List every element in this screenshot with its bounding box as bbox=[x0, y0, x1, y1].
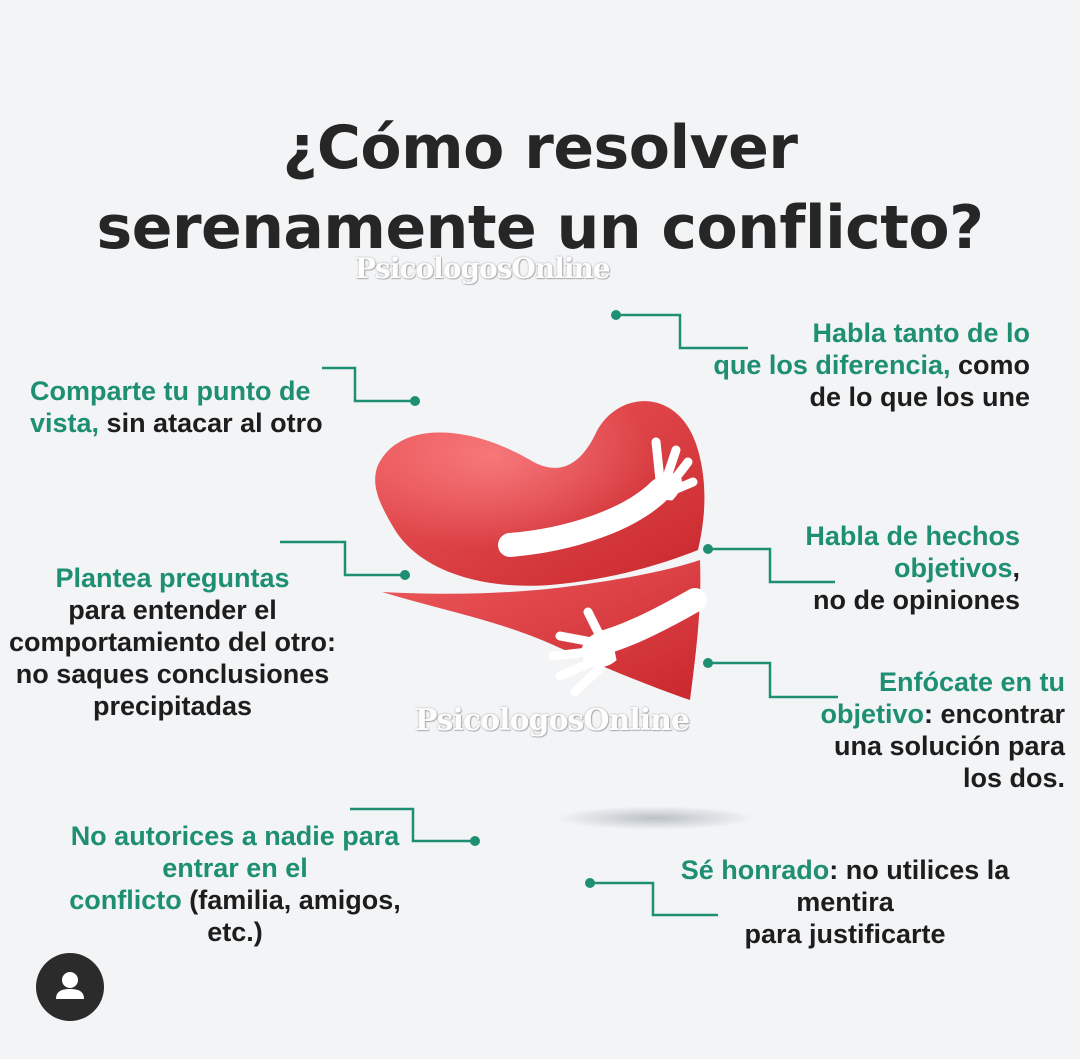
tip7-line1: Sé honrado: no utilices la bbox=[660, 854, 1030, 886]
tip7-line2: mentira bbox=[796, 887, 894, 917]
tip1-line2-rest: sin atacar al otro bbox=[99, 408, 323, 438]
tip-differences-and-commonalities: Habla tanto de lo que los diferencia, co… bbox=[700, 317, 1030, 413]
tip4-line4: no saques conclusiones bbox=[15, 659, 330, 689]
tip4-line2: para entender el bbox=[68, 595, 277, 625]
tip7-line3: para justificarte bbox=[744, 919, 946, 949]
tip1-line2-green: vista, bbox=[30, 408, 100, 438]
tip6-line2: entrar en el bbox=[162, 853, 308, 883]
tip-keep-others-out: No autorices a nadie para entrar en el c… bbox=[55, 820, 415, 948]
connector-dot-tip2 bbox=[611, 310, 621, 320]
tip2-line3: de lo que los une bbox=[809, 382, 1030, 412]
tip3-line2-green: objetivos bbox=[893, 553, 1013, 583]
connector-dot-tip6 bbox=[470, 836, 480, 846]
tip1-line1: Comparte tu punto de bbox=[30, 376, 311, 406]
connector-dot-tip1 bbox=[410, 396, 420, 406]
tip2-line2-green: que los diferencia, bbox=[713, 350, 951, 380]
connector-tip6 bbox=[350, 807, 475, 843]
person-icon bbox=[56, 972, 84, 999]
user-avatar-icon[interactable] bbox=[36, 953, 104, 1021]
tip3-line2-rest: , bbox=[1012, 553, 1020, 583]
connector-dot-tip7 bbox=[585, 878, 595, 888]
tip3-line2: objetivos, bbox=[770, 552, 1020, 584]
tip4-line3: comportamiento del otro: bbox=[8, 627, 336, 657]
tip7-line1-rest: : no utilices la bbox=[829, 855, 1010, 885]
page-title: ¿Cómo resolver serenamente un conflicto? bbox=[0, 108, 1080, 268]
tip6-line3: conflicto (familia, amigos, bbox=[55, 884, 415, 916]
connector-dot-tip4 bbox=[400, 570, 410, 580]
tip6-line3-green: conflicto bbox=[69, 885, 182, 915]
connector-dot-tip5 bbox=[703, 658, 713, 668]
tip6-line1: No autorices a nadie para bbox=[70, 821, 400, 851]
title-line-2: serenamente un conflicto? bbox=[96, 193, 984, 263]
tip5-line2: objetivo: encontrar bbox=[800, 698, 1065, 730]
tip-focus-on-goal: Enfócate en tu objetivo: encontrar una s… bbox=[800, 666, 1065, 794]
hugging-heart-icon bbox=[375, 401, 707, 700]
watermark-top: PsicologosOnline bbox=[355, 252, 611, 285]
tip6-line4: etc.) bbox=[207, 917, 263, 947]
tip-ask-questions: Plantea preguntas para entender el compo… bbox=[0, 562, 345, 722]
tip5-line2-green: objetivo bbox=[820, 699, 924, 729]
tip4-line5: precipitadas bbox=[92, 691, 253, 721]
tip5-line3: una solución para bbox=[833, 731, 1065, 761]
tip4-line1: Plantea preguntas bbox=[55, 563, 290, 593]
tip6-line3-rest: (familia, amigos, bbox=[181, 885, 401, 915]
tip5-line1: Enfócate en tu bbox=[878, 667, 1065, 697]
connector-tip2 bbox=[616, 313, 748, 350]
tip7-line1-green: Sé honrado bbox=[680, 855, 830, 885]
connector-tip7 bbox=[590, 881, 718, 917]
tip-objective-facts: Habla de hechos objetivos, no de opinion… bbox=[770, 520, 1020, 616]
tip3-line1: Habla de hechos bbox=[805, 521, 1020, 551]
connector-dot-tip3 bbox=[703, 544, 713, 554]
tip-be-honest: Sé honrado: no utilices la mentira para … bbox=[660, 854, 1030, 950]
tip3-line3: no de opiniones bbox=[813, 585, 1020, 615]
tip5-line2-rest: : encontrar bbox=[923, 699, 1065, 729]
tip2-line1: Habla tanto de lo bbox=[812, 318, 1030, 348]
tip-share-viewpoint: Comparte tu punto de vista, sin atacar a… bbox=[30, 375, 323, 439]
connector-tip4 bbox=[280, 540, 405, 577]
tip5-line4: los dos. bbox=[962, 763, 1065, 793]
title-line-1: ¿Cómo resolver bbox=[282, 113, 798, 183]
tip2-line2: que los diferencia, como bbox=[700, 349, 1030, 381]
tip1-line2: vista, sin atacar al otro bbox=[30, 407, 323, 439]
heart-shadow bbox=[555, 806, 755, 830]
connector-tip3 bbox=[708, 547, 835, 584]
connector-tip5 bbox=[708, 661, 838, 699]
connector-tip1 bbox=[322, 366, 415, 403]
tip2-line2-rest: como bbox=[950, 350, 1030, 380]
watermark-middle: PsicologosOnline bbox=[415, 703, 690, 738]
